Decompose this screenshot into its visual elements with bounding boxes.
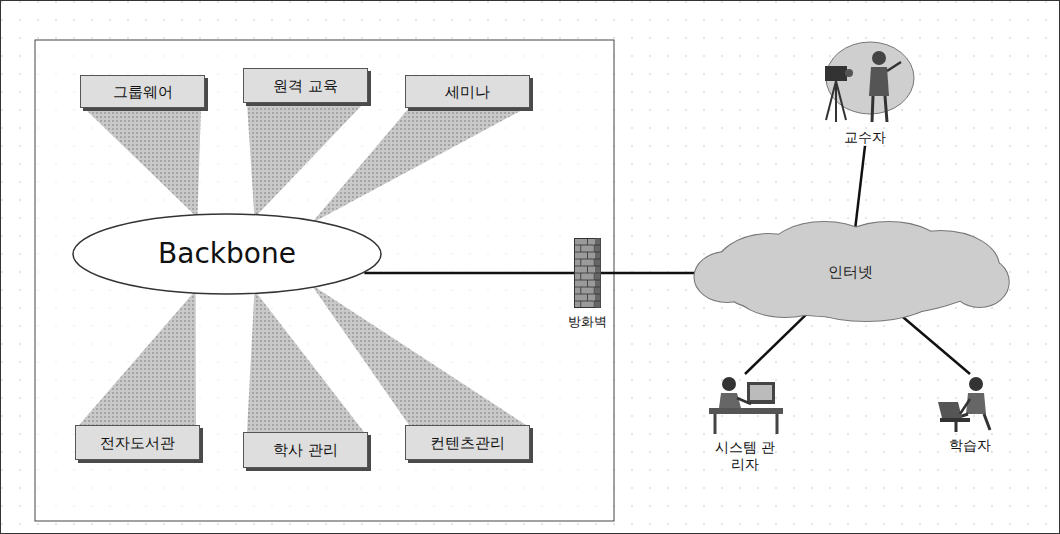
node-label: 시스템 관리자 [714,439,776,473]
backbone-ellipse: Backbone [72,213,382,295]
person-arm [737,398,751,404]
person-body [869,67,889,96]
node-label: 세미나 [445,83,490,101]
backdrop-blob [826,42,914,114]
node-label: 학습자 [949,437,991,454]
person-body [966,393,986,414]
brick-joint [587,280,588,287]
node-label: 원격 교육 [273,77,338,95]
desk-legs [715,414,777,434]
node-label: 방화벽 [568,314,607,330]
brick-joint [580,245,581,252]
person-head [969,377,983,391]
module-box: 세미나 [405,75,530,108]
node-label: 교수자 [844,129,886,146]
ellipse-shape [73,214,381,294]
node-label: 학사 관리 [273,441,338,459]
brick-joint [594,287,595,294]
cloud-lobe [950,257,1008,307]
brick-joint [575,287,601,288]
funnel-arrow [311,108,526,224]
person-head [872,51,886,65]
module-box: 원격 교육 [243,68,368,103]
learner-figure: 학습자 [930,374,1010,454]
brick-joint [594,273,595,280]
person-body [719,393,741,408]
connector-line [745,312,809,374]
connector-line [855,146,865,230]
firewall-icon-art [574,238,601,308]
internet-cloud: 인터넷 [688,222,1012,322]
cloud-lobe [694,252,759,302]
person-arm [887,62,901,71]
campus-frame [35,40,614,521]
connector-line [897,312,970,374]
instructor-figure-art [815,38,915,126]
cloud-lobe [694,252,759,302]
person-legs [872,96,887,122]
brick-joint [580,259,581,266]
brick-joint [575,301,601,302]
brick-joint [575,273,601,274]
person-arm [960,399,970,414]
brick-joint [587,294,588,301]
brick-joint [580,287,581,294]
camera-lens [845,69,853,77]
person-head [722,377,736,391]
node-label: 컨텐츠관리 [430,434,505,452]
node-label: 전자도서관 [100,434,175,452]
funnel-arrow [79,290,196,425]
node-label: Backbone [158,237,296,271]
laptop-screen [938,402,962,418]
cloud-lobe [950,257,1008,307]
brick-joint [587,252,588,259]
admin-figure: 시스템 관리자 [703,374,787,473]
brick-joint [575,245,601,246]
laptop-base [940,418,970,422]
firewall-icon: 방화벽 [574,238,601,308]
node-label: 인터넷 [828,263,873,281]
learner-figure-art [930,374,1010,434]
brick-joint [594,245,595,252]
brick-joint [580,301,581,308]
wall-body [575,239,601,308]
brick-joint [575,259,601,260]
brick-joint [580,273,581,280]
module-box: 학사 관리 [243,432,368,468]
connector-line [601,272,707,275]
admin-figure-art [703,374,787,436]
monitor [747,382,775,404]
connector-line [364,272,574,275]
module-box: 전자도서관 [75,425,200,460]
camera-body [825,66,847,81]
brick-joint [594,301,595,308]
instructor-figure: 교수자 [815,38,915,146]
funnel-arrow [311,284,526,425]
funnel-arrow [84,108,201,218]
module-box: 그룹웨어 [80,75,205,108]
tripod [826,81,846,122]
brick-joint [594,259,595,266]
node-label: 그룹웨어 [113,83,173,101]
brick-joint [587,266,588,273]
desk-top [709,408,783,414]
monitor-screen [750,385,772,400]
brick-joint [587,238,588,245]
module-box: 컨텐츠관리 [405,425,530,460]
